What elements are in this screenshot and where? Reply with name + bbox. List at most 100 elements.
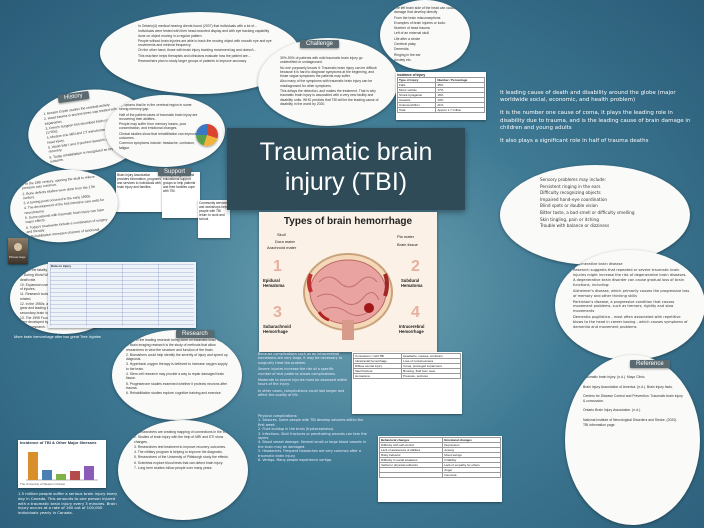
mid-2: Severe injuries increase the risk of a s… (258, 367, 336, 376)
label-intracerebral: Intracerebral Hemorrhage (399, 324, 425, 334)
number-4: 4 (411, 304, 420, 321)
brain-hemorrhage-diagram[interactable]: Types of brain hemorrhage Skull Dura mat… (259, 212, 437, 352)
symptom-3: Impaired hand-eye coordination (540, 196, 608, 202)
rn-2: 2. Studies of brain injury with the help… (134, 435, 224, 444)
main-title-box[interactable]: Traumatic brain injury (TBI) (227, 128, 465, 210)
top-line-4: On the other hand, those with brain inju… (138, 48, 257, 53)
smid-3: People may suffer from memory losses, po… (119, 122, 187, 131)
challenge-line-2: No one purposely knows it. Traumatic bra… (280, 65, 377, 79)
main-title-line-1: Traumatic brain (259, 138, 433, 166)
research-6: 5. Progesterone studies examined whether… (126, 381, 228, 390)
table-cell: Insomnia (442, 472, 501, 478)
label-arachnoid: Arachnoid mater (267, 245, 297, 250)
lower-right-text[interactable]: Physical complications: 1. Seizures. Som… (258, 414, 370, 462)
support-card-2-text: Family caregivers and educational suppor… (163, 173, 196, 193)
label-subdural: Subdural Hematoma (401, 278, 423, 288)
subarachnoid-mark (317, 311, 330, 322)
left-mid-note[interactable]: 1. In the 19th century, opening the skul… (6, 164, 122, 248)
epidural-mark (307, 273, 313, 293)
support-card-2[interactable]: Family caregivers and educational suppor… (162, 172, 200, 218)
top-note[interactable]: In Ontario(4) medical hearing clients fo… (100, 12, 300, 94)
smid-5: Common symptoms include: headache, confu… (119, 141, 195, 150)
pie-chart-image (196, 124, 218, 146)
bar-tbi (28, 452, 38, 480)
lr-1: Physical complications: (258, 414, 298, 418)
right-top-note[interactable]: The left brain side of the head can caus… (380, 0, 470, 70)
mid-4: In other cases, complications could last… (258, 388, 345, 398)
table-cell: Hematoma (352, 373, 403, 379)
symptom-7: Trouble with balance or dizziness (540, 223, 610, 229)
mid-1: Because complications such as an intrace… (258, 352, 343, 365)
incidence-chart-caption: The University of Western Ontario (20, 482, 66, 486)
degen-2: Research suggests that repeated or sever… (573, 267, 687, 277)
photo-caption: Phineas Gage (9, 256, 26, 259)
dense-table-card[interactable]: Data on injury (48, 262, 196, 328)
photo-person-icon (14, 243, 22, 251)
label-tissue: Brain tissue (397, 242, 418, 247)
intracerebral-mark (364, 303, 374, 313)
top-line-5: This machine helps therapists and clinic… (138, 53, 251, 58)
lr-5: 4. Blood vessel damage. Several small or… (258, 440, 366, 449)
degen-3: A degenerative brain disorder can cause … (573, 278, 684, 288)
lr-7: 6. Vertigo. Many people experience verti… (258, 458, 333, 463)
challenge-banner[interactable]: Challenge (300, 40, 340, 48)
rt-line-1: The left brain side of the head can caus… (394, 6, 456, 15)
incidence-chart-card[interactable]: Incidence of TBI & Other Major Illnesses… (18, 440, 106, 488)
label-pia: Pia mater (397, 234, 415, 239)
symptoms-note[interactable]: Sensory problems may include: Persistent… (500, 165, 690, 265)
research-note[interactable]: Some of the leading research being done … (112, 330, 242, 420)
incidence-chart (26, 452, 98, 481)
brain-illustration (303, 253, 393, 340)
ref-3: Centers for Disease Control and Preventi… (583, 394, 683, 403)
rt-line-7: Cerebral palsy (394, 42, 416, 47)
rn-6: 6. Scientists explore blood tests that c… (134, 460, 224, 465)
top-line-6: Researchers plan to study larger groups … (138, 59, 247, 64)
leading-cause-text[interactable]: It leading cause of death and disability… (500, 90, 695, 145)
challenge-line-3: Also many of the symptoms with traumatic… (280, 79, 373, 88)
research-1: Some of the leading research being done … (126, 338, 226, 342)
rn-7: 7. Long term studies follow people over … (134, 466, 213, 471)
degen-4: Alzheimer's disease, which primarily cau… (573, 288, 690, 298)
research-banner[interactable]: Research (176, 330, 214, 338)
support-card-1[interactable]: Brain Injury Association provides inform… (116, 172, 162, 212)
support-banner[interactable]: Support (158, 168, 192, 176)
lr-2: 1. Seizures. Some people with TBI develo… (258, 418, 364, 427)
symptom-2: Difficulty recognizing objects (540, 190, 601, 196)
rt-line-4: Number of head trauma (394, 26, 430, 31)
reference-note[interactable]: Traumatic brain injury. (n.d.). Mayo Cli… (565, 355, 700, 525)
rn-4: 4. The military program is helping to im… (134, 450, 223, 455)
bar-ms (42, 470, 52, 480)
top-line-2: Individuals were tested with their head-… (138, 29, 270, 38)
dense-table-tag: Data on injury (51, 264, 72, 268)
rn-1: 1. Researchers are creating mapping of c… (134, 430, 232, 434)
incidence-table-heading: Incidence of Injury (397, 73, 426, 77)
historical-photo[interactable]: Phineas Gage (8, 238, 28, 264)
rn-3: 3. Researchers test treatment to improve… (134, 444, 226, 449)
rt-line-8: Dementia (394, 47, 409, 52)
main-title-line-2: injury (TBI) (284, 168, 408, 196)
support-card-3-text: Community services and workshops help pe… (199, 201, 228, 221)
research-numbered-note[interactable]: 1. Researchers are creating mapping of c… (118, 420, 248, 520)
challenge-note[interactable]: 30%-50% of patients with mild traumatic … (258, 38, 398, 126)
symptom-5: Bitter taste, a bad smell or difficulty … (540, 209, 635, 215)
reference-banner[interactable]: Reference (630, 360, 670, 368)
degenerative-note[interactable]: Degenerative brain disease Research sugg… (555, 250, 704, 360)
symptom-4: Blind spots or double vision (540, 203, 598, 209)
research-5: 4. Stem cell research may provide a way … (126, 372, 224, 381)
bar-sci (56, 474, 66, 480)
top-line-1: In Ontario(4) medical hearing clients fo… (138, 24, 257, 28)
middle-text-block[interactable]: Because complications such as an intrace… (258, 352, 348, 398)
brainstem-shape (342, 320, 354, 340)
support-card-3[interactable]: Community services and workshops help pe… (198, 200, 230, 238)
ref-4: Ontario Brain Injury Association. (n.d.)… (583, 408, 642, 413)
ref-2: Brain Injury Association of America. (n.… (583, 384, 673, 389)
challenge-line-4: This delays the detection, and makes the… (280, 89, 379, 106)
subdural-mark (383, 273, 389, 297)
research-7: 6. Rehabilitation studies explore cognit… (126, 391, 222, 396)
